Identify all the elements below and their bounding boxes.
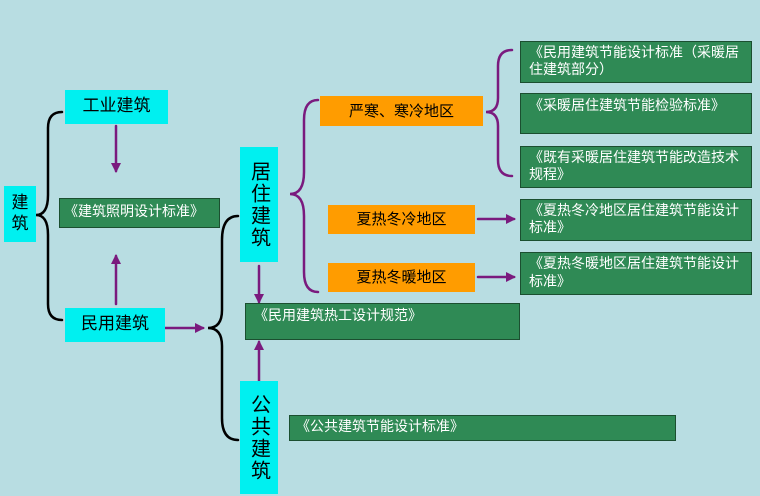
standard-existing-retrofit-label: 《既有采暖居住建筑节能改造技术规程》 [529, 149, 739, 184]
zone-severe-cold-label: 严寒、寒冷地区 [348, 101, 454, 120]
public-box: 公共建筑 [240, 381, 278, 494]
standard-thermal-label: 《民用建筑热工设计规范》 [254, 308, 422, 324]
root-label: 建筑 [11, 192, 29, 234]
root-box: 建筑 [4, 186, 36, 242]
standard-public-energy-label: 《公共建筑节能设计标准》 [296, 419, 464, 436]
civil-brace [207, 214, 240, 442]
zone-hscw-label: 夏热冬冷地区 [356, 210, 447, 229]
civil-box: 民用建筑 [65, 308, 165, 342]
industrial-label: 工业建筑 [82, 96, 151, 117]
standard-thermal: 《民用建筑热工设计规范》 [245, 303, 520, 340]
standard-public-energy: 《公共建筑节能设计标准》 [289, 415, 676, 441]
root-brace [35, 110, 64, 322]
standard-heating-inspection: 《采暖居住建筑节能检验标准》 [520, 93, 752, 134]
residential-box: 居住建筑 [240, 147, 278, 262]
residential-brace [289, 98, 320, 294]
standard-lighting: 《建筑照明设计标准》 [59, 198, 220, 228]
standard-heating-inspection-label: 《采暖居住建筑节能检验标准》 [529, 98, 725, 114]
public-label: 公共建筑 [247, 393, 272, 482]
standard-hscw-residential-label: 《夏热冬冷地区居住建筑节能设计标准》 [529, 202, 739, 237]
standard-hscw-residential: 《夏热冬冷地区居住建筑节能设计标准》 [520, 199, 752, 241]
zone-hot-summer-warm-winter: 夏热冬暖地区 [328, 263, 475, 292]
zone-hsww-label: 夏热冬暖地区 [356, 268, 447, 287]
standard-lighting-label: 《建筑照明设计标准》 [64, 204, 204, 221]
standard-heating-residential: 《民用建筑节能设计标准（采暖居住建筑部分） [520, 41, 752, 83]
zone-severe-cold: 严寒、寒冷地区 [320, 96, 483, 126]
standard-hsww-residential-label: 《夏热冬暖地区居住建筑节能设计标准》 [529, 256, 739, 290]
zone-hot-summer-cold-winter: 夏热冬冷地区 [328, 205, 475, 234]
severe-cold-brace [485, 48, 514, 178]
civil-label: 民用建筑 [81, 314, 149, 335]
industrial-box: 工业建筑 [65, 90, 168, 124]
standard-heating-residential-label: 《民用建筑节能设计标准（采暖居住建筑部分） [529, 44, 739, 79]
standard-hsww-residential: 《夏热冬暖地区居住建筑节能设计标准》 [520, 252, 752, 295]
residential-label: 居住建筑 [247, 160, 272, 249]
standard-existing-retrofit: 《既有采暖居住建筑节能改造技术规程》 [520, 146, 752, 188]
